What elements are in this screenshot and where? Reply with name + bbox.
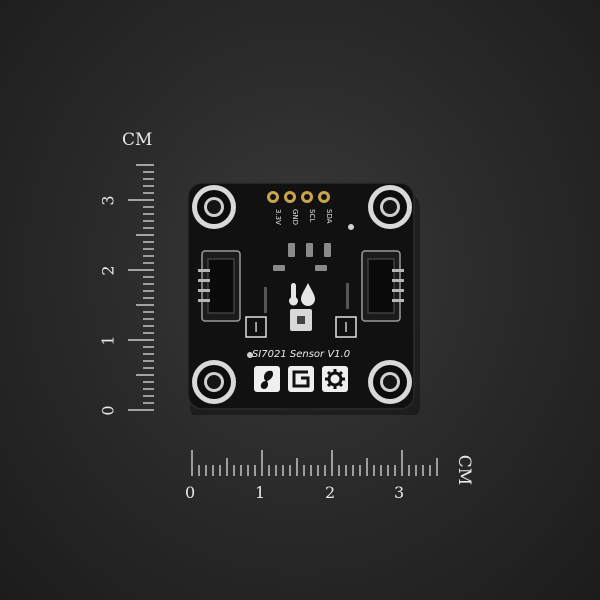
sensor-board: 3.3V GND SCL SDA I I SI7021 Sen bbox=[187, 182, 420, 415]
pin-label-sda: SDA bbox=[325, 209, 333, 224]
interface-box-right bbox=[335, 316, 357, 338]
temperature-humidity-icon bbox=[289, 283, 315, 306]
vertical-ruler-label-2: 2 bbox=[98, 265, 118, 276]
gravity-logo-icon bbox=[288, 366, 314, 392]
horizontal-ruler-label-2: 2 bbox=[325, 483, 336, 502]
horizontal-ruler-label-1: 1 bbox=[255, 483, 266, 502]
mounting-hole-bottom-right bbox=[368, 360, 412, 404]
mounting-hole-top-right bbox=[368, 185, 412, 229]
pcb bbox=[187, 182, 415, 410]
dfrobot-logo-icon bbox=[254, 366, 280, 392]
pin-label-scl: SCL bbox=[308, 209, 316, 222]
vertical-ruler-label-0: 0 bbox=[98, 405, 118, 416]
connector-right bbox=[361, 250, 404, 322]
horizontal-ruler-unit: CM bbox=[454, 454, 475, 486]
connector-left bbox=[198, 250, 241, 322]
pin-label-gnd: GND bbox=[291, 209, 299, 225]
vertical-ruler-label-1: 1 bbox=[98, 335, 118, 346]
interface-mark-right: I bbox=[344, 321, 348, 336]
horizontal-ruler-ticks bbox=[191, 450, 438, 476]
vertical-ruler-ticks bbox=[128, 164, 154, 411]
mounting-hole-top-left bbox=[192, 185, 236, 229]
interface-mark-left: I bbox=[254, 321, 258, 336]
pin-label-3v3: 3.3V bbox=[274, 209, 282, 225]
interface-box-left bbox=[245, 316, 267, 338]
board-name: SI7021 Sensor V1.0 bbox=[252, 349, 350, 360]
horizontal-ruler-label-0: 0 bbox=[185, 483, 196, 502]
sensor-chip bbox=[290, 309, 312, 331]
vertical-ruler-label-3: 3 bbox=[98, 195, 118, 206]
smd-components bbox=[247, 224, 354, 358]
mounting-hole-bottom-left bbox=[192, 360, 236, 404]
gear-logo-icon bbox=[322, 366, 348, 392]
horizontal-ruler-label-3: 3 bbox=[394, 483, 405, 502]
header-pins bbox=[267, 191, 330, 203]
vertical-ruler-unit: CM bbox=[122, 130, 153, 150]
